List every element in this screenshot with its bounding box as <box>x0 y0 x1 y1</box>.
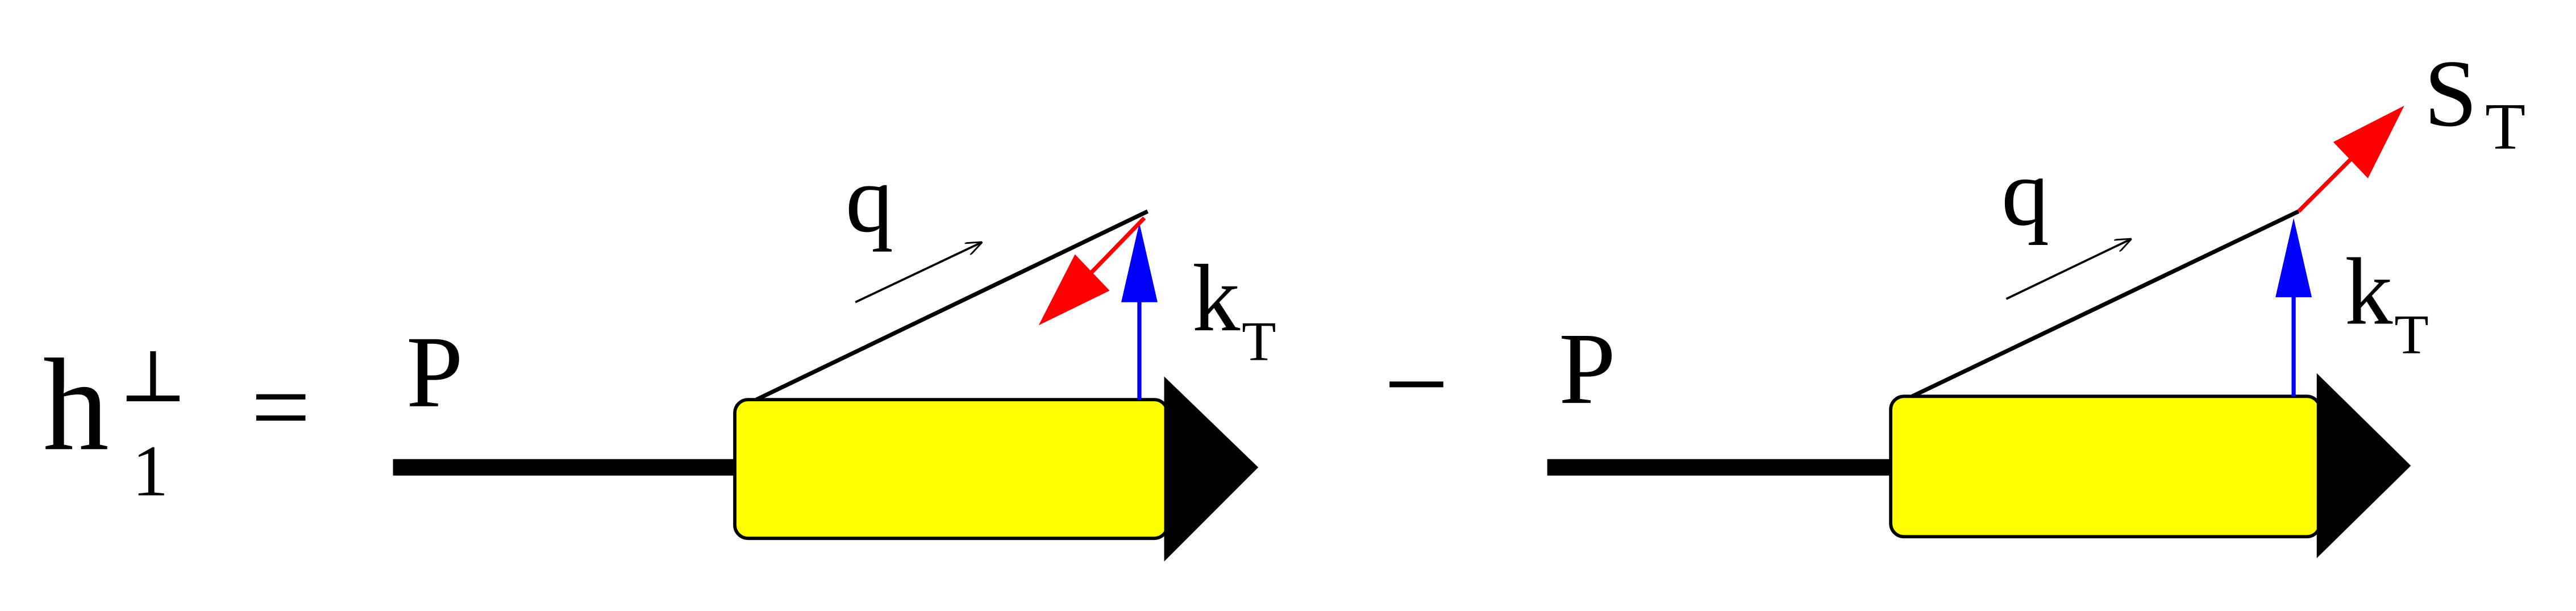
arrow-head-icon <box>2316 373 2411 559</box>
kt-arrow-head-icon <box>1121 223 1158 302</box>
spin-arrow-shaft <box>2297 155 2355 213</box>
proton-label: P <box>406 315 463 429</box>
lhs-superscript: ⊥ <box>119 336 187 417</box>
arrow-head-icon <box>1164 376 1259 562</box>
kt-arrow-head-icon <box>2275 218 2312 297</box>
quark-label: q <box>2001 140 2049 246</box>
quark-line <box>1911 209 2300 398</box>
proton-label: P <box>1559 311 1616 425</box>
lhs-subscript: 1 <box>132 431 168 512</box>
spin-arrow-head-icon <box>1038 254 1110 326</box>
equals-sign: = <box>251 349 311 466</box>
kt-label: k <box>2345 239 2393 344</box>
quark-label: q <box>846 147 893 252</box>
spin-label: S <box>2424 41 2478 147</box>
hadron-box <box>733 398 1170 541</box>
kt-subscript: T <box>2394 304 2428 366</box>
spin-arrow-head-icon <box>2333 105 2404 178</box>
quark-momentum-arrow <box>855 243 981 304</box>
kt-subscript: T <box>1242 310 1276 372</box>
spin-arrow-shaft <box>1088 216 1146 276</box>
minus-sign: − <box>1384 320 1449 448</box>
spin-subscript: T <box>2485 90 2525 163</box>
hadron-box <box>1889 394 2322 539</box>
left-diagram: P q k T <box>393 147 1276 562</box>
quark-momentum-arrow <box>2005 239 2130 300</box>
kt-label: k <box>1192 246 1241 351</box>
lhs-symbol: h <box>43 332 109 478</box>
quark-line <box>755 209 1149 402</box>
right-diagram: P q k T S T <box>1547 41 2525 559</box>
